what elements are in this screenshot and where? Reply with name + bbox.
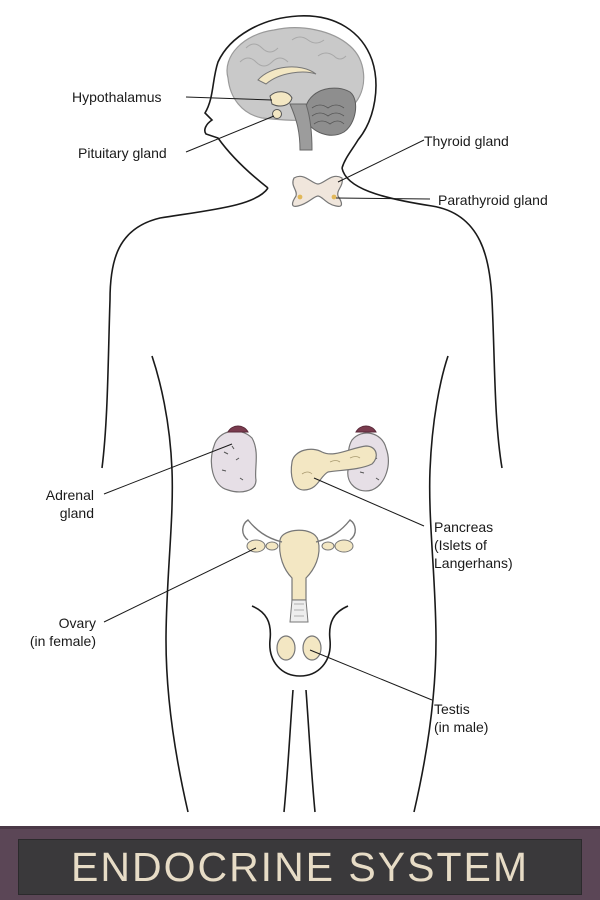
uterus-ovaries (242, 519, 356, 623)
parathyroid-dot (297, 194, 303, 200)
body-outline (101, 15, 503, 813)
leader-testis (309, 649, 433, 701)
label-parathyroid-gland: Parathyroid gland (438, 192, 548, 208)
left-adrenal-gland (210, 425, 257, 493)
title-banner: ENDOCRINE SYSTEM (0, 826, 600, 900)
label-pituitary-gland: Pituitary gland (78, 145, 167, 161)
label-ovary: Ovary (in female) (29, 615, 96, 649)
title-panel: ENDOCRINE SYSTEM (18, 839, 582, 895)
leader-adrenal (103, 443, 233, 495)
leader-lines (103, 96, 433, 701)
leader-pancreas (313, 477, 425, 527)
body-diagram (101, 15, 503, 813)
label-thyroid-gland: Thyroid gland (424, 133, 509, 149)
pancreas (290, 445, 377, 491)
leader-thyroid (337, 139, 425, 183)
label-pancreas: Pancreas (Islets of Langerhans) (434, 519, 513, 571)
label-hypothalamus: Hypothalamus (72, 89, 162, 105)
thyroid-gland (291, 175, 343, 207)
leader-pituitary (185, 115, 275, 153)
banner-title: ENDOCRINE SYSTEM (71, 843, 529, 890)
brain (226, 27, 365, 151)
leader-hypothalamus (185, 96, 273, 101)
leader-parathyroid (335, 197, 431, 200)
label-adrenal-gland: Adrenal gland (45, 487, 94, 521)
parathyroid-dot (331, 194, 337, 200)
label-testis: Testis (in male) (434, 701, 489, 735)
testes (276, 635, 322, 661)
leader-ovary (103, 547, 257, 623)
